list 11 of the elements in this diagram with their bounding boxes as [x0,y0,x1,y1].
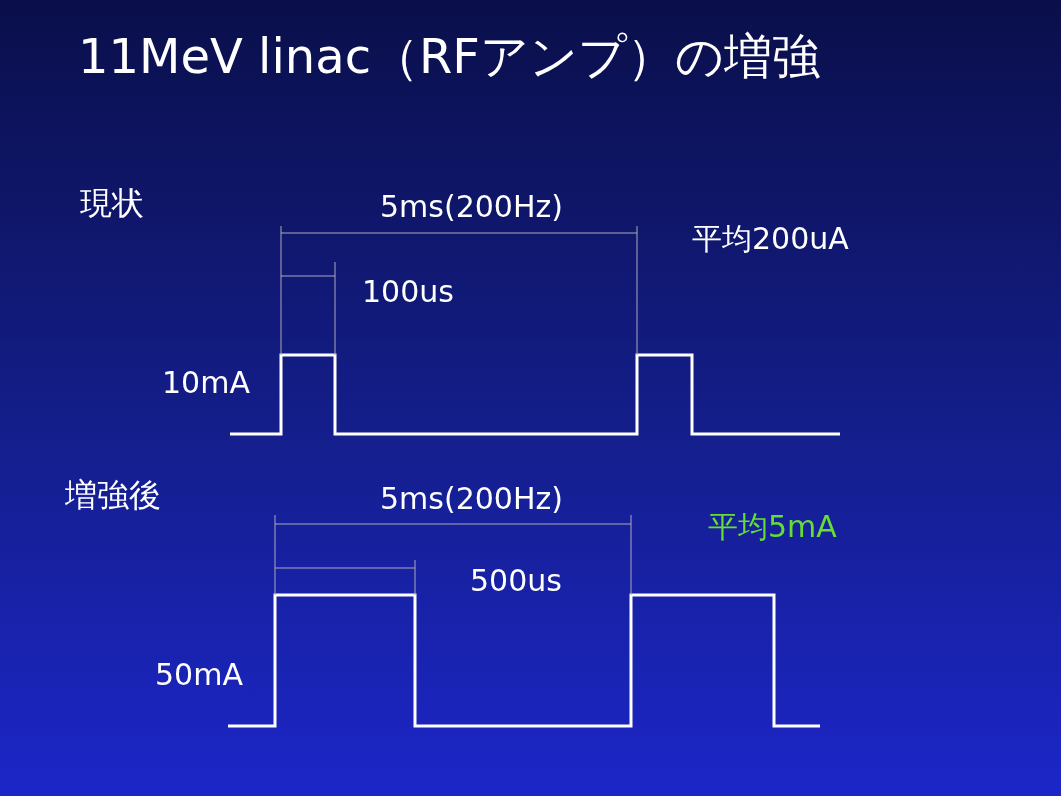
row-label: 現状 [80,186,144,222]
amplitude-label: 10mA [162,366,250,399]
amplitude-label: 50mA [155,658,243,691]
dimension-label: 5ms(200Hz) [380,190,563,223]
average-current-label: 平均5mA [708,510,837,543]
average-current-label: 平均200uA [692,222,849,255]
row-label: 増強後 [65,478,161,514]
dimension-label: 100us [362,275,454,308]
dimension-label: 5ms(200Hz) [380,482,563,515]
title: 11MeV linac（RFアンプ）の増強 [78,30,820,83]
dimension-label: 500us [470,564,562,597]
